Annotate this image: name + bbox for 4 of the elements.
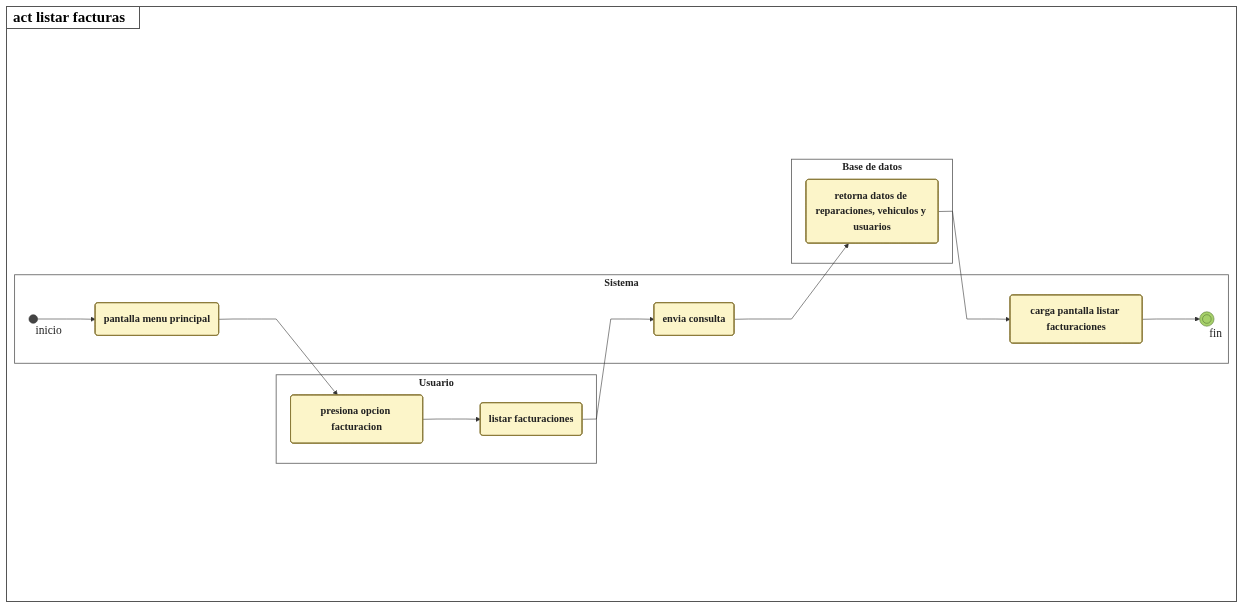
- diagram-title: act listar facturas: [7, 7, 141, 29]
- node-caption: inicio: [35, 323, 62, 336]
- node-circle: [28, 314, 38, 324]
- node-caption: fin: [1209, 326, 1222, 339]
